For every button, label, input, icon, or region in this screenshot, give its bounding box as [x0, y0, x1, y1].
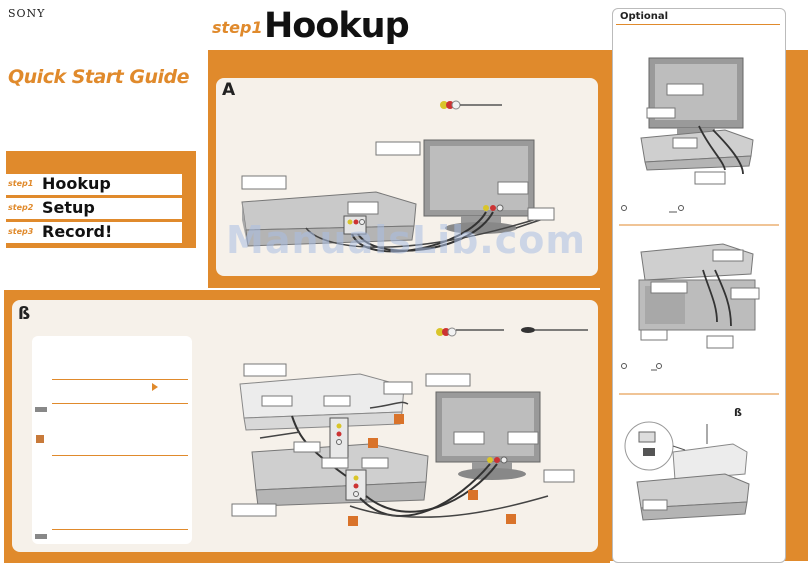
note-marker: [35, 534, 47, 539]
arrow-right-icon: [794, 420, 808, 460]
section-a-label: A: [222, 80, 236, 100]
divider: [52, 403, 188, 404]
av-cable-icon: [436, 327, 504, 337]
optional-diagrams: [619, 57, 779, 521]
divider: [52, 379, 188, 380]
menu-item-setup[interactable]: step2 Setup: [6, 198, 182, 219]
info-box: [32, 336, 192, 544]
header-step-label: step1: [212, 18, 263, 37]
watermark: ManualsLib.com: [226, 218, 586, 262]
tv-icon: [423, 139, 535, 234]
play-arrow-icon: [152, 383, 158, 391]
step-menu: step1 Hookup step2 Setup step3 Record!: [6, 151, 196, 248]
section-a-diagram: [241, 100, 555, 253]
arrow-right-icon: [794, 164, 808, 204]
optional-bottom-marker: ß: [734, 406, 742, 419]
tv-icon: [648, 57, 744, 134]
menu-item-hookup[interactable]: step1 Hookup: [6, 174, 182, 195]
menu-item-record[interactable]: step3 Record!: [6, 222, 182, 243]
optional-title: Optional: [620, 11, 669, 22]
divider: [52, 529, 188, 530]
note-marker: [35, 407, 47, 412]
page-title: Hookup: [264, 6, 410, 46]
divider: [616, 24, 780, 25]
guide-title: Quick Start Guide: [8, 66, 189, 88]
section-b-diagram: [231, 327, 588, 526]
note-icon: [36, 435, 44, 443]
av-cable-icon: [440, 100, 502, 110]
section-b-label: ß: [18, 304, 31, 324]
vcr-icon: [640, 129, 754, 171]
tv-icon: [435, 391, 541, 480]
rf-cable-icon: [521, 327, 588, 333]
divider: [52, 455, 188, 456]
brand-logo: SONY: [8, 7, 46, 20]
